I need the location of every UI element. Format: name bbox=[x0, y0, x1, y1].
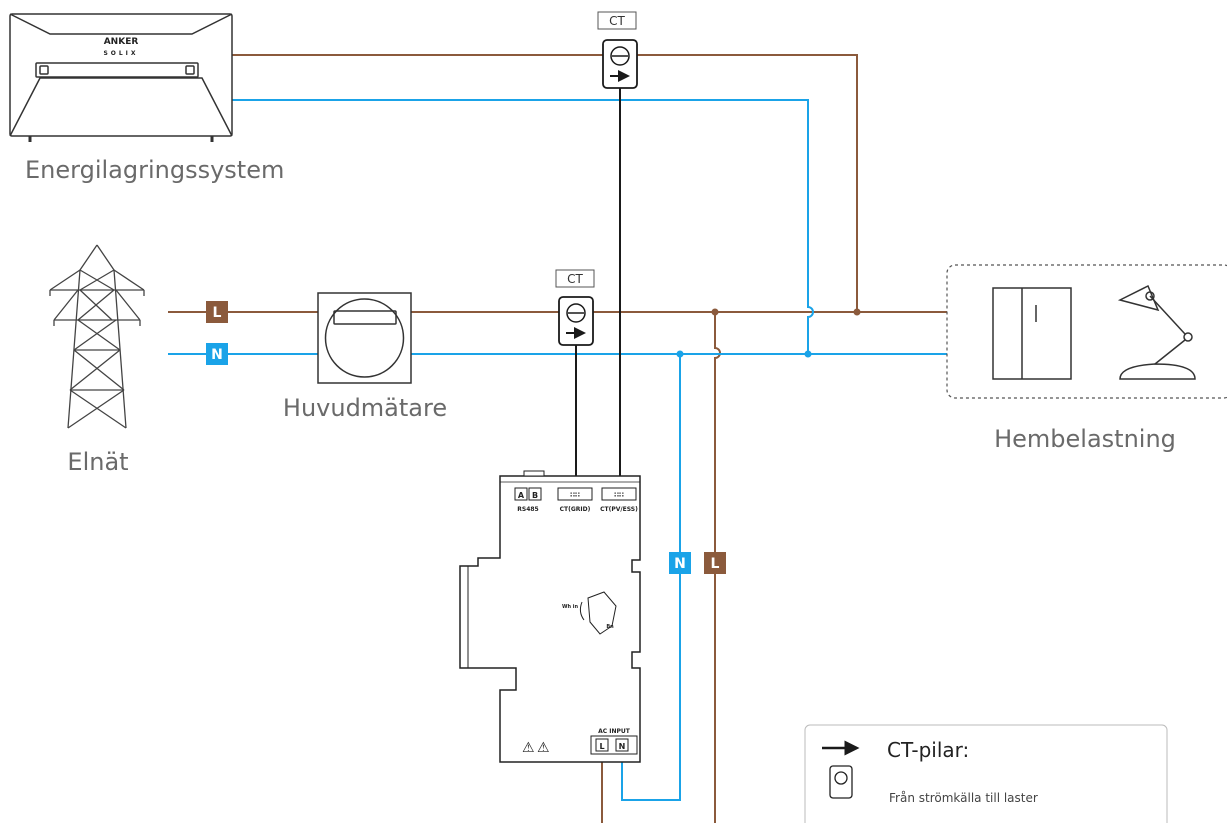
warning-icon: ⚠ bbox=[522, 740, 535, 756]
fridge-icon bbox=[992, 287, 1072, 380]
ct-signal-wires bbox=[575, 88, 621, 476]
side-mark-right: Bn bbox=[606, 624, 614, 630]
junction-dots bbox=[676, 308, 861, 358]
tag-live-grid bbox=[206, 301, 228, 323]
ct-sensor-grid: CT bbox=[555, 269, 595, 346]
port-ct-grid bbox=[557, 487, 593, 501]
port-ct-pv-ess-pins: ∷∷ bbox=[614, 491, 624, 499]
storage-brand-name: ANKER bbox=[104, 37, 139, 47]
energy-storage-unit bbox=[9, 13, 233, 142]
din-clip-icon bbox=[579, 591, 617, 635]
main-meter-label: Huvudmätare bbox=[283, 394, 447, 422]
home-loads-box bbox=[946, 264, 1227, 399]
storage-label: Energilagringssystem bbox=[25, 156, 284, 184]
port-ac-n bbox=[615, 738, 629, 752]
tag-live-meter-text: L bbox=[711, 556, 720, 572]
grid-label: Elnät bbox=[67, 448, 128, 476]
ct-label-grid: CT bbox=[567, 272, 583, 286]
port-ac-l-text: L bbox=[599, 742, 604, 751]
port-ct-pv-ess bbox=[601, 487, 637, 501]
side-mark-left: Wh in bbox=[562, 604, 579, 610]
port-b bbox=[528, 487, 542, 501]
legend-title: CT-pilar: bbox=[887, 738, 969, 762]
lamp-icon bbox=[1117, 284, 1196, 380]
legend-description: Från strömkälla till laster bbox=[889, 791, 1038, 805]
tag-neutral-grid bbox=[206, 343, 228, 365]
storage-brand-sub: SOLIX bbox=[103, 50, 138, 57]
port-ac-l bbox=[595, 738, 609, 752]
shock-warning-icon: ⚠ bbox=[537, 740, 550, 756]
ct-grid-label: CT(GRID) bbox=[560, 506, 591, 513]
rs485-label: RS485 bbox=[517, 506, 538, 513]
legend-box bbox=[804, 724, 1168, 823]
tag-live-grid-text: L bbox=[213, 305, 222, 321]
port-ac-n-text: N bbox=[619, 742, 626, 751]
port-b-text: B bbox=[532, 491, 538, 500]
port-a bbox=[514, 487, 528, 501]
ct-label-top: CT bbox=[609, 14, 625, 28]
tag-neutral-meter-text: N bbox=[674, 556, 686, 572]
port-ct-grid-pins: ∷∷ bbox=[570, 491, 580, 499]
tag-neutral-meter bbox=[669, 552, 691, 574]
port-a-text: A bbox=[518, 491, 525, 500]
tag-live-meter bbox=[704, 552, 726, 574]
ct-sensor-pv-ess: CT bbox=[597, 11, 638, 89]
legend-ct-icon bbox=[829, 765, 853, 799]
ct-pv-ess-label: CT(PV/ESS) bbox=[600, 506, 638, 513]
pylon-icon bbox=[49, 244, 145, 429]
main-meter-icon bbox=[317, 292, 412, 384]
smart-meter-device bbox=[459, 470, 641, 763]
ac-input-label: AC INPUT bbox=[598, 728, 631, 735]
tag-neutral-grid-text: N bbox=[211, 347, 223, 363]
home-loads-label: Hembelastning bbox=[994, 425, 1176, 453]
